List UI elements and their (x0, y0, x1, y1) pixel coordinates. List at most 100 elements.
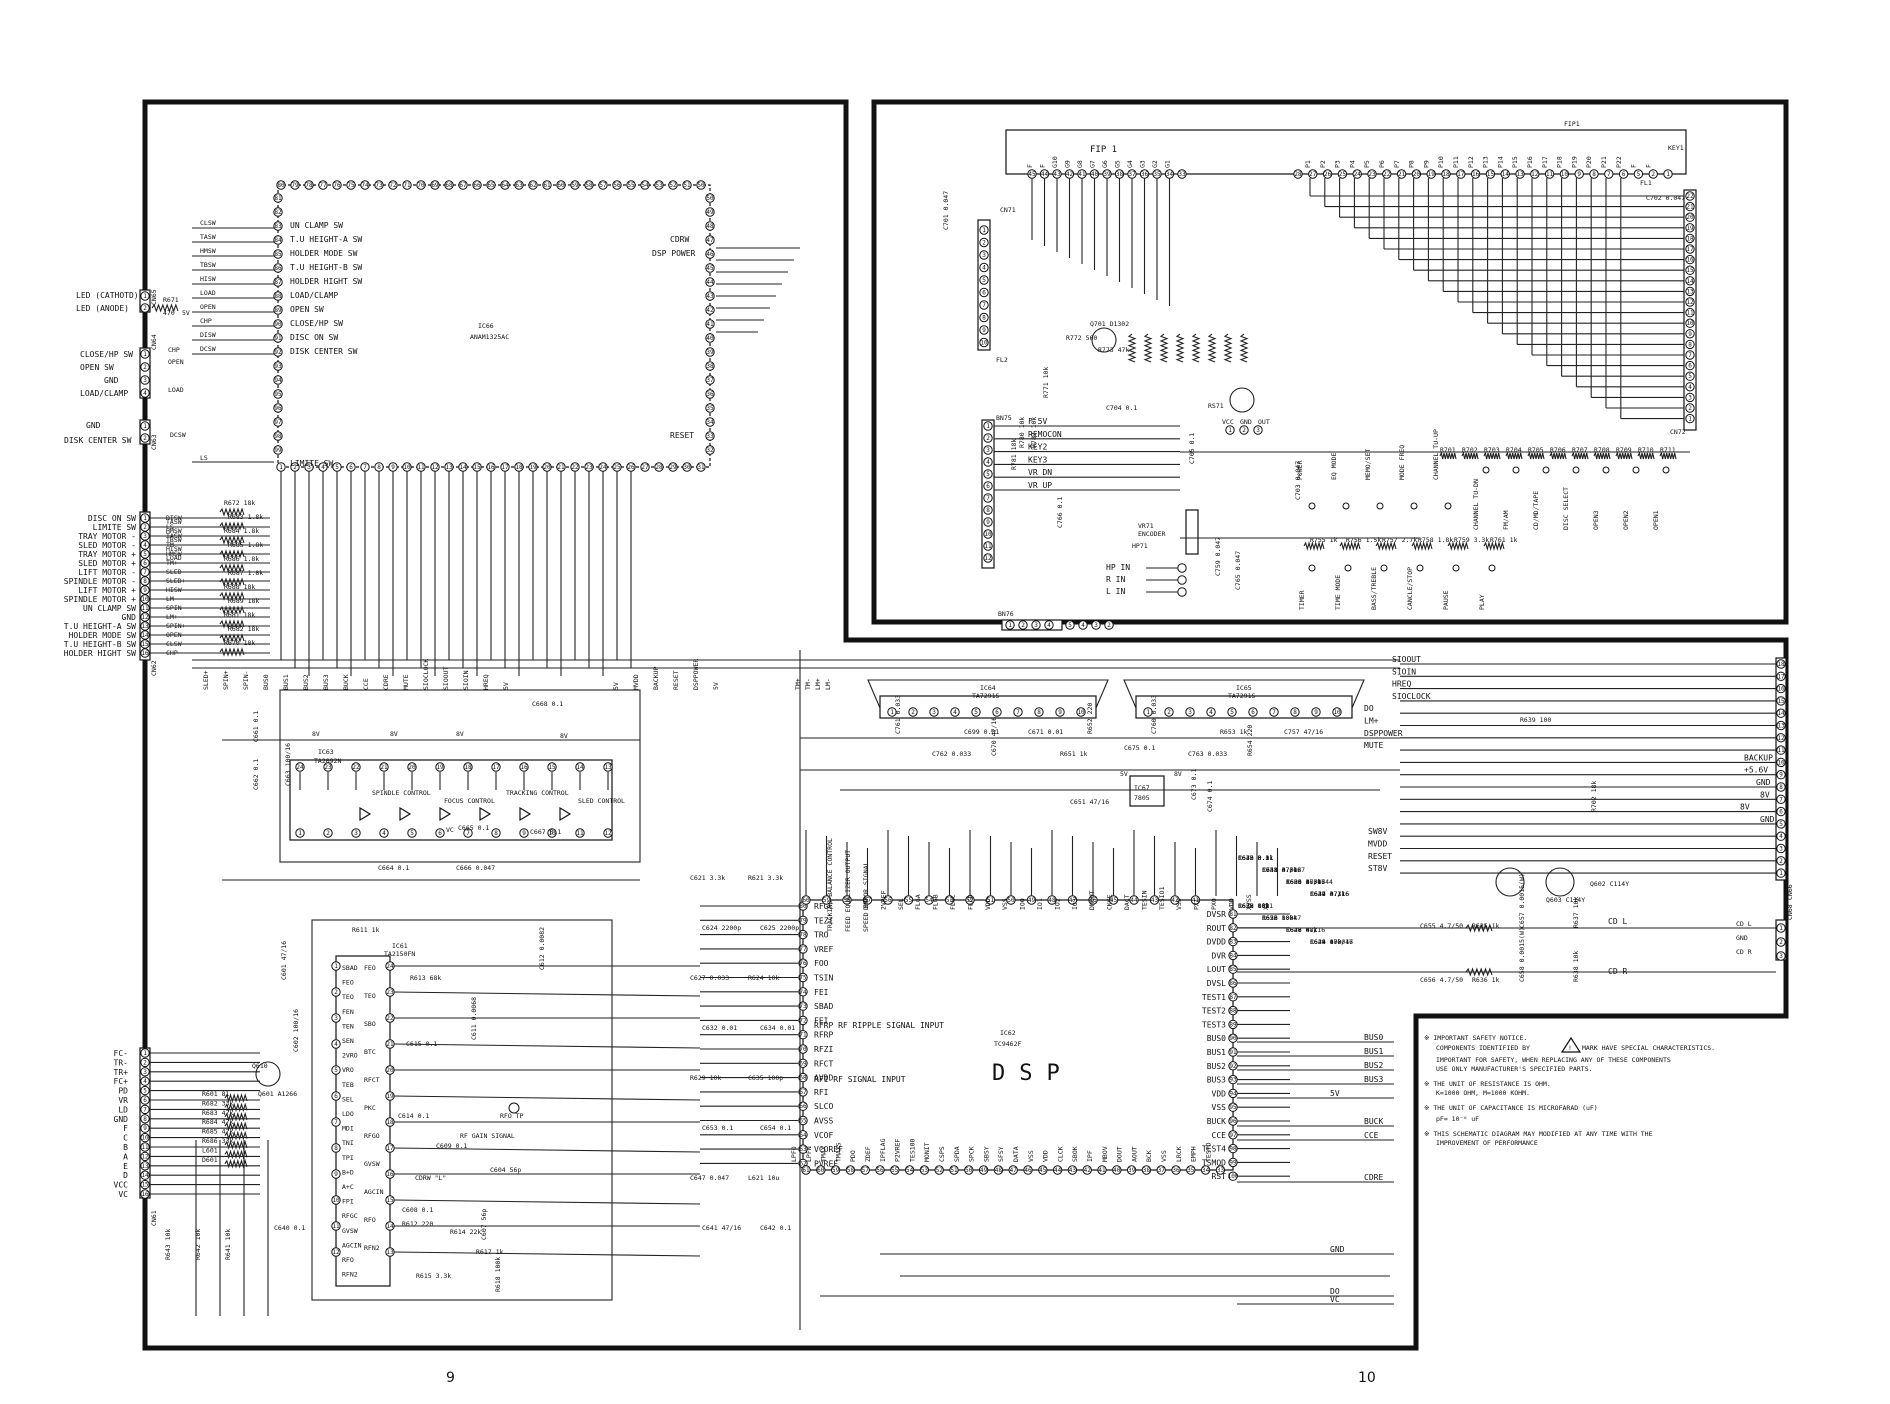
fip1-right-label: P9 (1422, 160, 1430, 168)
audio-part-label: C658 0.0015(W) (1518, 927, 1526, 982)
ic62-top-label: IO3 (1071, 898, 1079, 910)
ic66-left-pin (273, 193, 283, 203)
bus-label: VC (1330, 1295, 1340, 1304)
cn72-pin (1685, 371, 1695, 381)
ic66-bottom-pin-num: 27 (641, 464, 649, 471)
ic63-top-pin (491, 762, 501, 772)
ic61-part-label: C612 0.0082 (538, 927, 546, 970)
ic65-pin (1185, 707, 1195, 717)
cn66-pin-label: DSPPOWER (1364, 729, 1403, 738)
ic66-top-pin (584, 180, 594, 190)
ic67-part: 7805 (1134, 794, 1150, 802)
ic63-bottom-pin (407, 828, 417, 838)
cn63-pin-label: GND (86, 421, 101, 430)
front-part-label: C766 0.1 (1056, 497, 1064, 528)
ic62-top-pin-num: 56 (884, 897, 892, 904)
ic66-top-pin-num: 72 (389, 182, 397, 189)
bus-label: 5V (1330, 1089, 1340, 1098)
ic66-top-pin-num: 73 (375, 182, 383, 189)
ic66-top-pin-num: 77 (319, 182, 327, 189)
fip1-left-label: G2 (1151, 160, 1159, 168)
fip1-right-pin (1441, 169, 1451, 179)
audio-part-label: C656 4.7/50 (1420, 976, 1463, 984)
cn66-pin-num: 7 (1779, 796, 1783, 803)
cn62-net-label: TBSW (166, 536, 182, 544)
fip1-left-label: G6 (1101, 160, 1109, 168)
cn72-name: CN72 (1670, 428, 1686, 436)
left-bus-label: BACKUP (652, 666, 660, 690)
ic61-left-pin-num: 3 (334, 1015, 338, 1022)
ic66-top-pin-num: 56 (613, 182, 621, 189)
ic64-pin-num: 8 (1037, 709, 1041, 716)
cn72-pin (1685, 276, 1695, 286)
ic66-top-pin (486, 180, 496, 190)
cn64-pin-num: 3 (143, 377, 147, 384)
cn62-pin (140, 540, 150, 550)
cn61-pin-label: PD (118, 1087, 128, 1096)
ic62-top-label: IO0 (1019, 898, 1027, 910)
ic62-top-pin-num: 47 (1069, 897, 1077, 904)
ic61-right-label: RFGO (364, 1132, 380, 1140)
fip1-part-label: R772 560 (1066, 334, 1097, 342)
ic66-bottom-pin (654, 462, 664, 472)
ic62-bottom-pin-num: 41 (1098, 1167, 1106, 1174)
ic62-bottom-pin-num: 34 (1202, 1167, 1210, 1174)
ic64-part-label: C699 0.01 (964, 728, 999, 736)
front-resistor-label: R761 1k (1490, 536, 1517, 544)
ic61-right-pin-num: 15 (386, 1197, 394, 1204)
ic64-part-label: C670 47/16 (990, 717, 998, 756)
ic62-left-pin (798, 929, 808, 940)
ic62-right-pin-num: 96 (1229, 1118, 1237, 1125)
ic66-top-pin (696, 180, 706, 190)
fip1-right-pin-num: 25 (1339, 171, 1347, 178)
key-resistor (1375, 540, 1397, 552)
ic63-bottom-pin (323, 828, 333, 838)
left-bus-label: SPIN+ (222, 670, 230, 690)
ic67-rail-label: 8V (1174, 770, 1182, 778)
ic62-right-label: BUS3 (1207, 1076, 1226, 1085)
ic66-left-pin (273, 235, 283, 245)
ic61-left-pin-num: 12 (332, 1249, 340, 1256)
fip1-left-pin-num: 33 (1178, 171, 1186, 178)
ic61-left-label: TPI (342, 1154, 354, 1162)
fip1-right-label: P21 (1600, 156, 1608, 168)
cn66-pin-num: 3 (1779, 846, 1783, 853)
ic61-right-pin-num: 23 (386, 989, 394, 996)
key-label: MEMO/SET (1364, 449, 1372, 480)
ic66-top-pin-num: 63 (515, 182, 523, 189)
ic62-part-label: R633 3.3k (1238, 854, 1273, 862)
cn61-pin-label: E (123, 1162, 128, 1171)
ic63-wiring-loop (279, 689, 641, 863)
bn75-name: BN75 (996, 414, 1012, 422)
ic63-bottom-pin (519, 828, 529, 838)
cn66-pin-num: 4 (1779, 833, 1783, 840)
bn75-pin (983, 481, 993, 491)
ic61-left-pin-num: 8 (334, 1145, 338, 1152)
ic66-top-pin (682, 180, 692, 190)
cn66-part-label: Q602 C114Y (1590, 880, 1629, 888)
cn66-pin-num: 13 (1777, 723, 1785, 730)
ic61-right-pin-num: 21 (386, 1041, 394, 1048)
ic63-cap-label: C664 0.1 (378, 864, 409, 872)
cn61-pin-label: VCC (114, 1181, 129, 1190)
cn61-name: CN61 (150, 1210, 158, 1226)
r635-symbol (1465, 923, 1493, 933)
rs71-pin-label: VCC (1222, 418, 1234, 426)
fip1-left-pin-num: 35 (1153, 171, 1161, 178)
fip1-left-pin-num: 39 (1103, 171, 1111, 178)
fip1-part-label: R773 47k (1098, 346, 1129, 354)
ic63-bottom-pin (379, 828, 389, 838)
key-resistor (1461, 451, 1479, 460)
fip1-right-pin (1618, 169, 1629, 179)
ic63-cap-label: C666 0.047 (456, 864, 495, 872)
ic62-left-pin (798, 1115, 808, 1126)
ic66-left-pin (273, 417, 283, 427)
cn71-pin-num: 9 (982, 327, 986, 334)
cn61-pin (140, 1104, 150, 1115)
fip1-right-pin-num: 27 (1309, 171, 1317, 178)
cn64-pin-num: 1 (143, 351, 147, 358)
cn62-pin-label: T.U HEIGHT-B SW (64, 640, 136, 649)
ic63-rail-label: 8V (312, 730, 320, 738)
ic66-left-label: LOAD/CLAMP (290, 291, 338, 300)
cn62-net-label: HISW (166, 545, 182, 553)
